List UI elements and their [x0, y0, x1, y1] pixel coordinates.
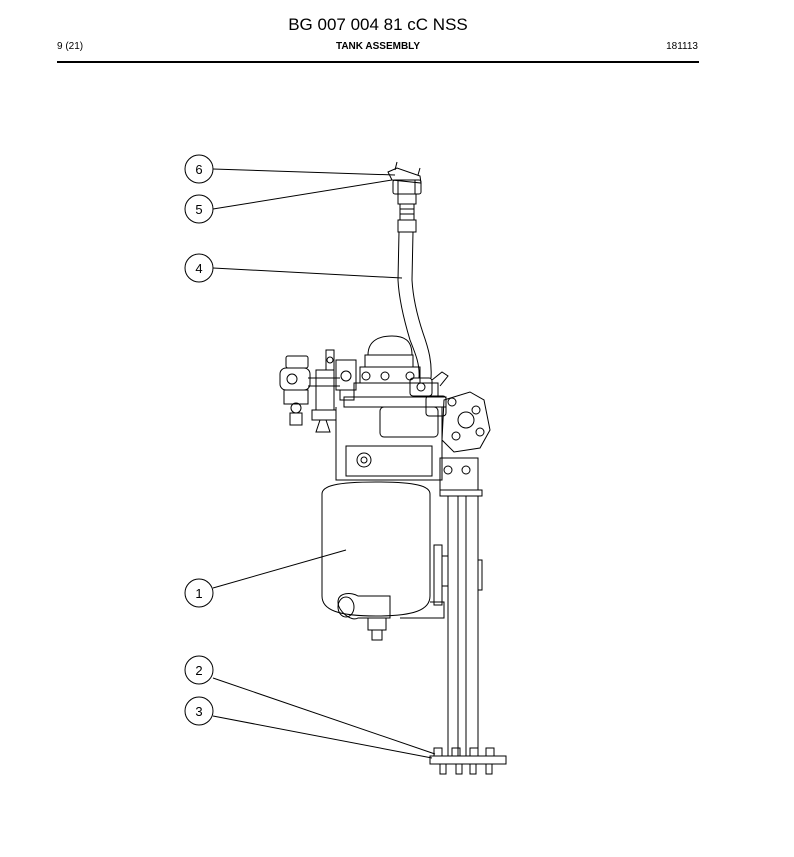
- top-fitting: [387, 161, 422, 233]
- callout-2: 2: [195, 663, 202, 678]
- callout-labels: 6 5 4 1 2 3: [195, 162, 202, 719]
- document-code: 181113: [666, 41, 698, 52]
- section-title: TANK ASSEMBLY: [335, 41, 421, 52]
- callout-6: 6: [195, 162, 202, 177]
- pump-bracket: [425, 391, 491, 497]
- callout-3: 3: [195, 704, 202, 719]
- header-rule: [57, 61, 699, 63]
- callout-5: 5: [195, 202, 202, 217]
- tank-top: [343, 335, 449, 408]
- page-number: 9 (21): [57, 41, 84, 52]
- callout-4: 4: [195, 261, 202, 276]
- callout-circles: [184, 154, 214, 726]
- hose: [397, 231, 432, 379]
- stand: [429, 495, 507, 775]
- document-number: BG 007 004 81 cC NSS: [288, 15, 468, 34]
- leader-lines: [212, 168, 436, 759]
- left-valve-cluster: [279, 349, 357, 433]
- callout-1: 1: [195, 586, 202, 601]
- tank-body: [321, 406, 445, 641]
